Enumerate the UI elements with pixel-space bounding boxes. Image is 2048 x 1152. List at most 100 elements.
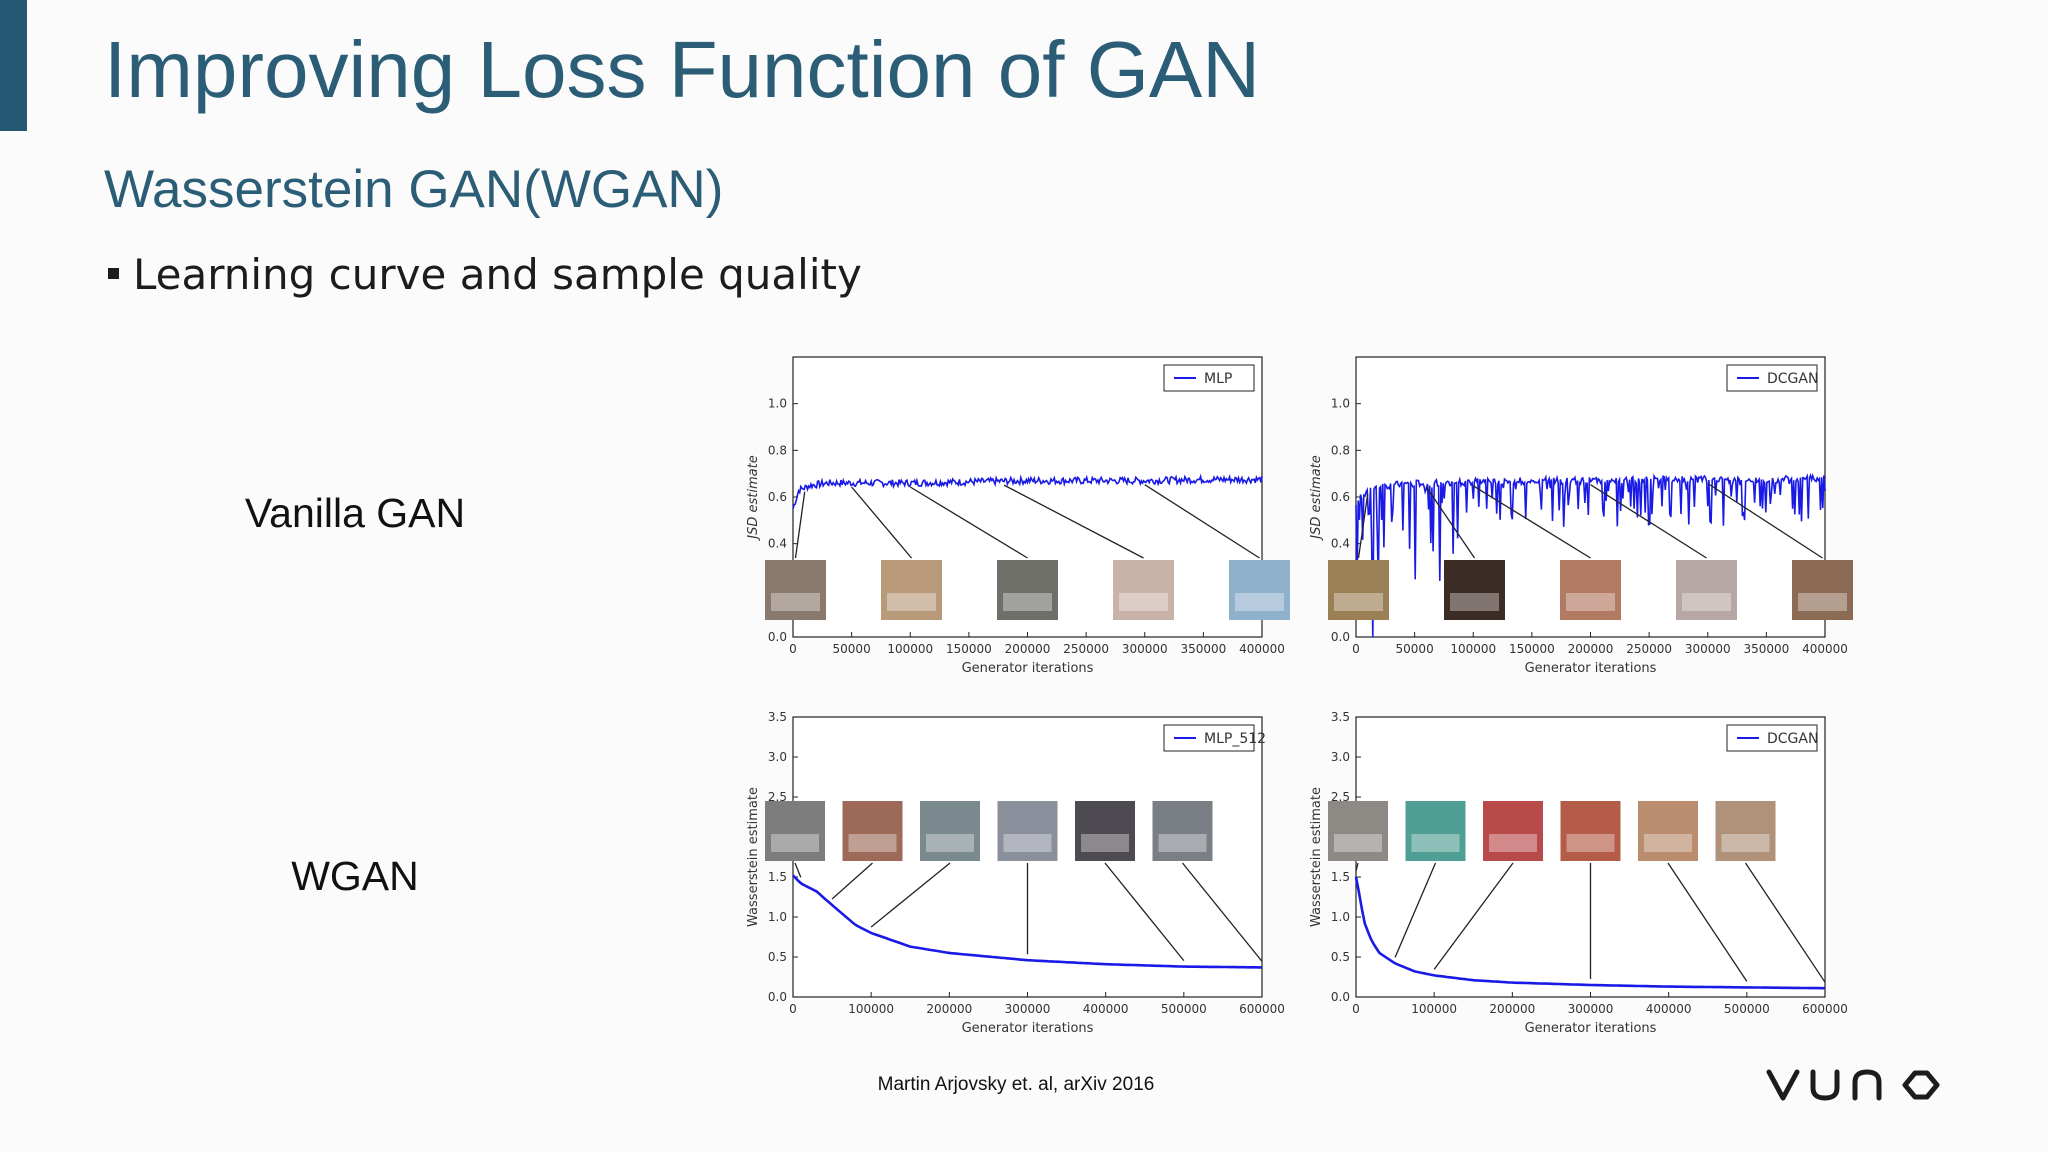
x-tick-label: 600000	[1239, 1002, 1285, 1016]
sample-arrow	[851, 486, 912, 559]
bullet-item: Learning curve and sample quality	[108, 250, 862, 299]
y-axis-label: JSD estimate	[746, 455, 761, 541]
x-tick-label: 400000	[1083, 1002, 1129, 1016]
bullet-text: Learning curve and sample quality	[133, 250, 862, 299]
slide-title: Improving Loss Function of GAN	[104, 25, 1261, 114]
sample-arrow	[1104, 862, 1185, 962]
sample-thumbnail	[1075, 801, 1135, 861]
y-tick-label: 0.8	[1331, 443, 1350, 457]
x-tick-label: 0	[1352, 642, 1360, 656]
y-axis-label: JSD estimate	[1309, 455, 1324, 541]
y-tick-label: 0.4	[1331, 537, 1350, 551]
legend-label: DCGAN	[1767, 371, 1818, 387]
sample-arrow	[1707, 482, 1823, 559]
sample-thumbnail	[1638, 801, 1698, 861]
sample-thumbnail	[881, 560, 942, 620]
sample-thumbnail	[765, 801, 825, 861]
y-tick-label: 1.0	[1331, 397, 1350, 411]
x-tick-label: 300000	[1005, 1002, 1051, 1016]
y-tick-label: 3.5	[1331, 710, 1350, 724]
x-tick-label: 50000	[833, 642, 871, 656]
series-line-dcgan	[1354, 876, 1825, 990]
x-tick-label: 250000	[1626, 642, 1672, 656]
series-line-dcgan	[1355, 472, 1826, 638]
series-line-mlp_512	[792, 874, 1262, 969]
citation: Martin Arjovsky et. al, arXiv 2016	[877, 1074, 1155, 1095]
x-tick-label: 350000	[1743, 642, 1789, 656]
sample-arrow	[1181, 862, 1263, 962]
x-tick-label: 200000	[1568, 642, 1614, 656]
sample-arrow	[1003, 484, 1144, 559]
sample-arrow	[831, 862, 873, 900]
x-tick-label: 350000	[1180, 642, 1226, 656]
slide-subtitle: Wasserstein GAN(WGAN)	[104, 160, 724, 219]
y-tick-label: 0.0	[768, 990, 787, 1004]
sample-arrow	[1433, 862, 1514, 970]
bullet-square-icon	[108, 268, 119, 279]
x-tick-label: 0	[1352, 1002, 1360, 1016]
x-tick-label: 50000	[1396, 642, 1434, 656]
y-tick-label: 2.5	[768, 790, 787, 804]
sample-thumbnail	[1328, 801, 1388, 861]
y-tick-label: 0.0	[768, 630, 787, 644]
y-tick-label: 0.5	[1331, 950, 1350, 964]
y-tick-label: 0.8	[768, 443, 787, 457]
sample-thumbnail	[842, 801, 903, 861]
sample-arrow	[1667, 862, 1748, 982]
x-axis-label: Generator iterations	[962, 1021, 1094, 1036]
sample-thumbnail	[920, 801, 980, 861]
sample-thumbnail	[1715, 801, 1776, 861]
legend-label: DCGAN	[1767, 731, 1818, 747]
sample-thumbnail	[1560, 801, 1621, 861]
sample-arrow	[1425, 486, 1476, 559]
x-tick-label: 100000	[848, 1002, 894, 1016]
sample-arrow	[1355, 862, 1359, 872]
sample-thumbnail	[1113, 560, 1174, 620]
x-tick-label: 150000	[946, 642, 992, 656]
x-axis-label: Generator iterations	[1525, 661, 1657, 676]
accent-bar	[0, 0, 27, 131]
y-tick-label: 1.0	[768, 910, 787, 924]
sample-thumbnail	[1229, 560, 1290, 620]
y-axis-label: Wasserstein estimate	[1309, 787, 1324, 927]
sample-arrow	[909, 486, 1028, 559]
x-tick-label: 500000	[1161, 1002, 1207, 1016]
y-tick-label: 1.5	[1331, 870, 1350, 884]
sample-thumbnail	[765, 560, 826, 620]
sample-thumbnail	[1328, 560, 1389, 620]
sample-arrow	[794, 862, 802, 878]
series-line-mlp	[792, 473, 1263, 509]
y-axis-label: Wasserstein estimate	[746, 787, 761, 927]
y-tick-label: 0.0	[1331, 990, 1350, 1004]
vuno-logo	[1766, 1069, 1940, 1101]
x-tick-label: 400000	[1239, 642, 1285, 656]
y-tick-label: 0.4	[768, 537, 787, 551]
x-tick-label: 150000	[1509, 642, 1555, 656]
sample-thumbnail	[1152, 801, 1213, 861]
sample-arrow	[870, 862, 951, 928]
y-tick-label: 0.5	[768, 950, 787, 964]
x-tick-label: 300000	[1685, 642, 1731, 656]
sample-arrow	[1357, 493, 1369, 559]
x-tick-label: 100000	[1411, 1002, 1457, 1016]
x-tick-label: 200000	[1489, 1002, 1535, 1016]
y-tick-label: 1.0	[1331, 910, 1350, 924]
x-tick-label: 200000	[1005, 642, 1051, 656]
sample-arrow	[1394, 862, 1437, 958]
x-tick-label: 300000	[1568, 1002, 1614, 1016]
y-tick-label: 1.0	[768, 397, 787, 411]
sample-arrow	[1590, 484, 1707, 559]
y-tick-label: 0.6	[768, 490, 787, 504]
x-tick-label: 400000	[1802, 642, 1848, 656]
x-tick-label: 500000	[1724, 1002, 1770, 1016]
row-label-wgan: WGAN	[291, 853, 419, 899]
x-tick-label: 100000	[887, 642, 933, 656]
y-tick-label: 0.6	[1331, 490, 1350, 504]
sample-arrow	[1744, 862, 1826, 983]
x-axis-label: Generator iterations	[1525, 1021, 1657, 1036]
x-tick-label: 400000	[1646, 1002, 1692, 1016]
y-tick-label: 0.0	[1331, 630, 1350, 644]
